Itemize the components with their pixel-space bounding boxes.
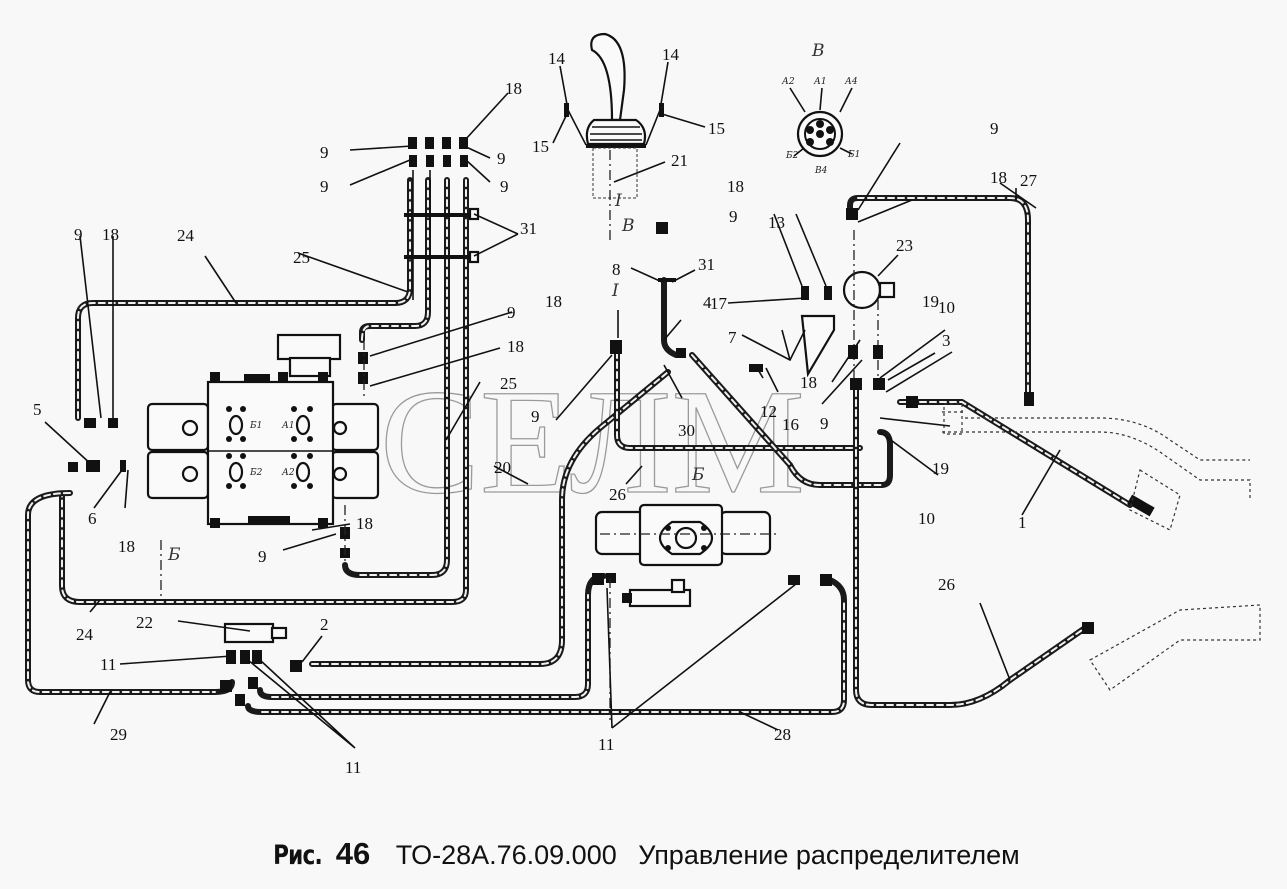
figure-prefix: Рис. [273, 840, 323, 871]
port-label-a2: А2 [281, 468, 295, 478]
drawing-code: ТО-28А.76.09.000 [395, 840, 617, 870]
callout-19: 19 [922, 292, 939, 311]
pin-label-b2: Б2 [785, 151, 799, 161]
callout-10: 10 [918, 509, 935, 528]
port-label-a1: А1 [281, 421, 295, 431]
callout-18: 18 [356, 514, 373, 533]
callout-27: 27 [1020, 171, 1038, 190]
figure-caption: Рис. 46 ТО-28А.76.09.000 Управление расп… [0, 836, 1287, 872]
section-label-b-top: В [621, 216, 635, 236]
callout-18: 18 [118, 537, 135, 556]
connector-socket-view: А2 А1 А4 Б2 Б1 В4 [781, 77, 860, 176]
callout-15: 15 [532, 137, 549, 156]
callout-24: 24 [177, 226, 195, 245]
callout-9: 9 [500, 177, 509, 196]
callout-18: 18 [727, 177, 744, 196]
callout-18: 18 [800, 373, 817, 392]
section-label-b-left: Б [167, 545, 181, 565]
solenoid-valve [842, 230, 896, 390]
section-label-b: Б [691, 465, 705, 485]
callout-28: 28 [774, 725, 791, 744]
callout-11: 11 [345, 758, 361, 777]
pin-label-a1: А1 [813, 77, 827, 87]
hoses [25, 170, 1133, 715]
callout-17: 17 [710, 294, 728, 313]
callout-26: 26 [609, 485, 626, 504]
callout-25: 25 [293, 248, 310, 267]
callout-7: 7 [728, 328, 737, 347]
bolts [749, 286, 832, 372]
callout-9: 9 [320, 143, 329, 162]
callout-18: 18 [990, 168, 1007, 187]
callout-11: 11 [100, 655, 116, 674]
pin-label-a2: А2 [781, 77, 795, 87]
callout-18: 18 [545, 292, 562, 311]
callout-10: 10 [938, 298, 955, 317]
callout-15: 15 [708, 119, 725, 138]
callout-9: 9 [497, 149, 506, 168]
callout-3: 3 [942, 331, 951, 350]
callout-14: 14 [662, 45, 680, 64]
callout-30: 30 [678, 421, 695, 440]
phantom-outlines [942, 403, 1261, 691]
callout-9: 9 [990, 119, 999, 138]
leader-lines [44, 61, 1061, 749]
callout-18: 18 [507, 337, 524, 356]
callout-8: 8 [612, 260, 621, 279]
callout-26: 26 [938, 575, 955, 594]
callout-11: 11 [598, 735, 614, 754]
section-label-i2: I [611, 281, 619, 301]
distributor-valve-block: Б1 А1 Б2 А2 [146, 333, 380, 528]
callout-31: 31 [698, 255, 715, 274]
pin-label-b1: Б1 [847, 150, 860, 160]
callout-1: 1 [1018, 513, 1027, 532]
callout-22: 22 [136, 613, 153, 632]
watermark: СЕЛМ [380, 359, 805, 525]
callout-6: 6 [88, 509, 97, 528]
callout-16: 16 [782, 415, 799, 434]
callout-9: 9 [507, 303, 516, 322]
callout-9: 9 [729, 207, 738, 226]
callout-18: 18 [102, 225, 119, 244]
callout-14: 14 [548, 49, 566, 68]
callout-23: 23 [896, 236, 913, 255]
pin-label-a4: А4 [844, 77, 858, 87]
view-letters: В В Б Б I I [167, 41, 825, 565]
figure-title: Управление распределителем [638, 840, 1020, 870]
callout-19: 19 [932, 459, 949, 478]
callout-18: 18 [505, 79, 522, 98]
callout-4: 4 [703, 293, 712, 312]
callout-20: 20 [494, 458, 511, 477]
callout-13: 13 [768, 213, 785, 232]
callout-numbers: 1 2 3 4 5 6 7 8 9 9 9 9 9 9 9 9 9 9 9 10… [33, 45, 1038, 777]
callout-21: 21 [671, 151, 688, 170]
callout-24: 24 [76, 625, 94, 644]
bracket [800, 314, 836, 378]
port-label-b1: Б1 [249, 421, 262, 431]
callout-29: 29 [110, 725, 127, 744]
figure-number: 46 [335, 836, 371, 871]
section-label-i: I [614, 191, 622, 211]
callout-9: 9 [74, 225, 83, 244]
lower-hydraulic-block [594, 503, 780, 608]
callout-9: 9 [820, 414, 829, 433]
callout-9: 9 [258, 547, 267, 566]
center-lines [160, 340, 611, 720]
callout-9: 9 [320, 177, 329, 196]
pin-label-b4: В4 [814, 166, 828, 176]
port-label-b2: Б2 [249, 468, 263, 478]
callout-9: 9 [531, 407, 540, 426]
callout-2: 2 [320, 615, 329, 634]
callout-31: 31 [520, 219, 537, 238]
joystick-control [564, 32, 664, 240]
callout-12: 12 [760, 402, 777, 421]
view-label-v: В [811, 41, 825, 61]
callout-25: 25 [500, 374, 517, 393]
callout-5: 5 [33, 400, 42, 419]
